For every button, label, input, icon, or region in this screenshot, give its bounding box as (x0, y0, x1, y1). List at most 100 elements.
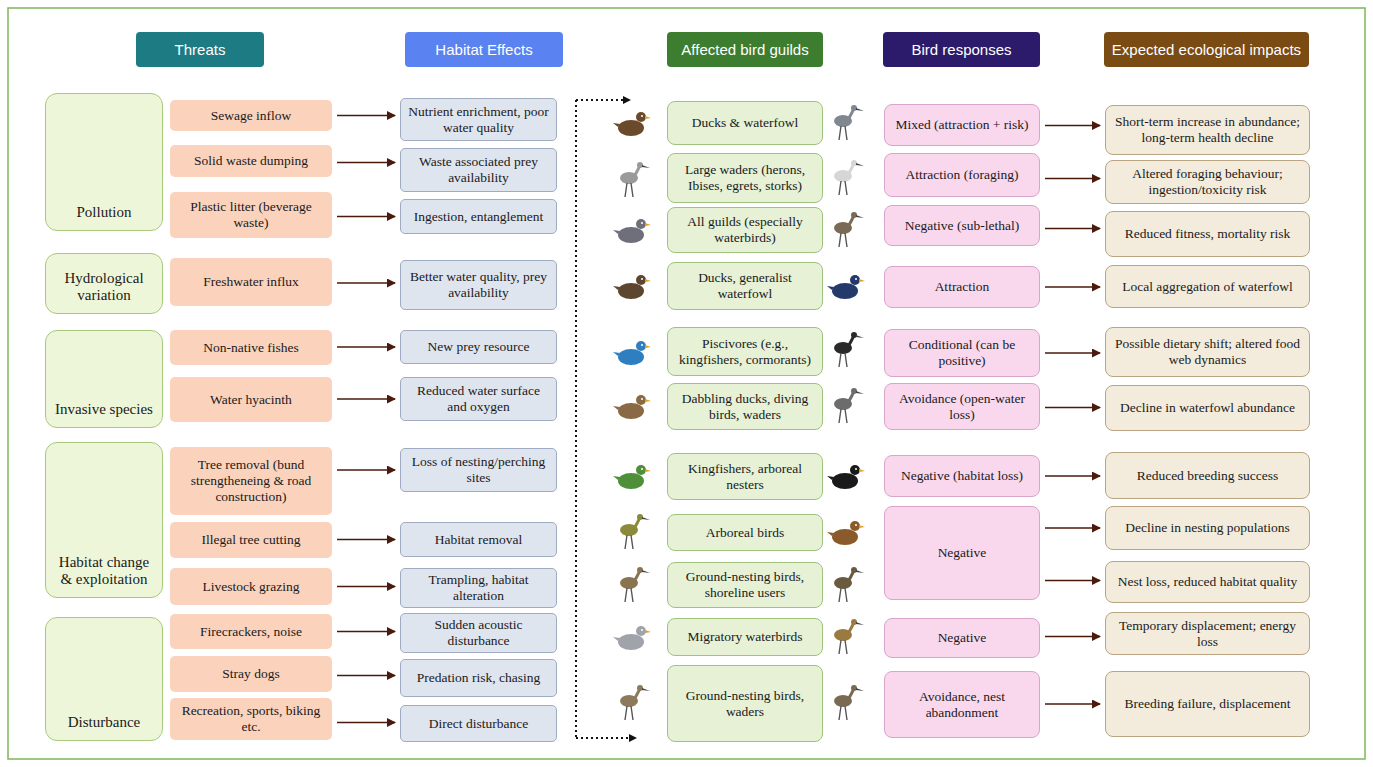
bird-guild-box: Ground-nesting birds, waders (667, 665, 823, 742)
impact-box: Altered foraging behaviour; ingestion/to… (1105, 160, 1310, 204)
arrow-connector (337, 346, 395, 348)
threat-category: Hydrological variation (45, 253, 163, 314)
arrow-connector (1045, 407, 1100, 409)
bird-response-box: Attraction (foraging) (884, 153, 1040, 197)
node-text: Large waders (herons, Ibises, egrets, st… (674, 162, 816, 194)
node-text: Ducks, generalist waterfowl (674, 270, 816, 302)
bird-guild-box: Dabbling ducks, diving birds, waders (667, 383, 823, 430)
node-text: Migratory waterbirds (687, 629, 802, 645)
node-text: Local aggregation of waterfowl (1122, 279, 1293, 295)
bird-guild-box: Kingfishers, arboreal nesters (667, 453, 823, 500)
node-text: Habitat removal (435, 532, 522, 548)
arrow-connector (1045, 228, 1100, 230)
habitat-effect-box: Better water quality, prey availability (400, 260, 557, 310)
node-text: Illegal tree cutting (202, 532, 301, 548)
bird-response-box: Avoidance, nest abandonment (884, 671, 1040, 738)
habitat-effect-box: Sudden acoustic disturbance (400, 613, 557, 653)
threat-box: Freshwater influx (170, 258, 332, 306)
arrow-connector (337, 469, 395, 471)
threat-box: Recreation, sports, biking etc. (170, 698, 332, 740)
arrow-connector (1045, 703, 1100, 705)
node-text: Habitat Effects (435, 41, 532, 59)
bird-icons-left (613, 112, 651, 720)
threat-box: Plastic litter (beverage waste) (170, 192, 332, 238)
node-text: Water hyacinth (210, 392, 292, 408)
node-text: Kingfishers, arboreal nesters (674, 461, 816, 493)
bird-response-box: Negative (habitat loss) (884, 455, 1040, 497)
impact-box: Breeding failure, displacement (1105, 671, 1310, 737)
node-text: Negative (938, 545, 987, 561)
node-text: Attraction (foraging) (906, 167, 1019, 183)
impact-box: Decline in waterfowl abundance (1105, 385, 1310, 431)
habitat-effect-box: Nutrient enrichment, poor water quality (400, 98, 557, 141)
column-header: Bird responses (883, 32, 1040, 67)
threat-box: Illegal tree cutting (170, 522, 332, 558)
node-text: Decline in waterfowl abundance (1120, 400, 1295, 416)
bird-response-box: Negative (884, 506, 1040, 600)
node-text: Recreation, sports, biking etc. (176, 703, 326, 735)
threat-box: Firecrackers, noise (170, 614, 332, 649)
impact-box: Nest loss, reduced habitat quality (1105, 561, 1310, 603)
column-header: Threats (136, 32, 264, 67)
threat-box: Sewage inflow (170, 100, 332, 131)
outer-frame (8, 8, 1365, 759)
arrow-connector (337, 282, 395, 284)
node-text: Short-term increase in abundance; long-t… (1112, 114, 1303, 146)
bird-response-box: Mixed (attraction + risk) (884, 104, 1040, 146)
node-text: Solid waste dumping (194, 153, 308, 169)
arrow-connector (337, 398, 395, 400)
threat-category: Disturbance (45, 617, 163, 741)
node-text: Firecrackers, noise (200, 624, 302, 640)
node-text: Waste associated prey availability (407, 154, 550, 186)
node-text: Reduced water surface and oxygen (407, 383, 550, 415)
impact-box: Short-term increase in abundance; long-t… (1105, 105, 1310, 155)
threat-box: Tree removal (bund strengtheneing & road… (170, 447, 332, 515)
node-text: Hydrological variation (52, 270, 156, 305)
threat-box: Water hyacinth (170, 377, 332, 422)
arrow-connector (1045, 125, 1100, 127)
node-text: Plastic litter (beverage waste) (176, 199, 326, 231)
node-text: Ground-nesting birds, shoreline users (674, 569, 816, 601)
node-text: Better water quality, prey availability (407, 269, 550, 301)
node-text: Dabbling ducks, diving birds, waders (674, 391, 816, 423)
arrow-connector (1045, 580, 1100, 582)
impact-box: Decline in nesting populations (1105, 506, 1310, 550)
node-text: Freshwater influx (203, 274, 299, 290)
arrow-connector (1045, 286, 1100, 288)
node-text: Ducks & waterfowl (692, 115, 798, 131)
node-text: Direct disturbance (429, 716, 528, 732)
node-text: All guilds (especially waterbirds) (674, 214, 816, 246)
habitat-effect-box: Direct disturbance (400, 705, 557, 742)
node-text: Temporary displacement; energy loss (1112, 618, 1303, 650)
bird-guild-box: Ground-nesting birds, shoreline users (667, 562, 823, 608)
node-text: Trampling, habitat alteration (407, 572, 550, 604)
bird-guild-box: Migratory waterbirds (667, 618, 823, 656)
threat-category: Habitat change & exploitation (45, 442, 163, 598)
node-text: Nest loss, reduced habitat quality (1118, 574, 1298, 590)
node-text: Attraction (935, 279, 990, 295)
node-text: Altered foraging behaviour; ingestion/to… (1112, 166, 1303, 198)
node-text: Negative (habitat loss) (901, 468, 1023, 484)
node-text: Tree removal (bund strengtheneing & road… (176, 457, 326, 504)
column-header: Affected bird guilds (667, 32, 823, 67)
habitat-effect-box: Reduced water surface and oxygen (400, 377, 557, 421)
node-text: Bird responses (911, 41, 1011, 59)
node-text: Reduced breeding success (1137, 468, 1279, 484)
bird-guild-box: Piscivores (e.g., kingfishers, cormorant… (667, 327, 823, 376)
node-text: Ingestion, entanglement (414, 209, 544, 225)
node-text: Piscivores (e.g., kingfishers, cormorant… (674, 336, 816, 368)
bird-response-box: Conditional (can be positive) (884, 329, 1040, 377)
node-text: Ground-nesting birds, waders (674, 688, 816, 720)
impact-box: Temporary displacement; energy loss (1105, 612, 1310, 655)
bird-response-box: Negative (884, 618, 1040, 658)
node-text: Expected ecological impacts (1112, 41, 1301, 59)
arrow-connector (337, 216, 395, 218)
bird-response-box: Negative (sub-lethal) (884, 205, 1040, 246)
node-text: Affected bird guilds (681, 41, 808, 59)
bird-icons-right (827, 105, 865, 720)
impact-box: Reduced fitness, mortality risk (1105, 211, 1310, 257)
node-text: Breeding failure, displacement (1124, 696, 1290, 712)
node-text: Negative (sub-lethal) (905, 218, 1019, 234)
arrow-connector (337, 115, 395, 117)
